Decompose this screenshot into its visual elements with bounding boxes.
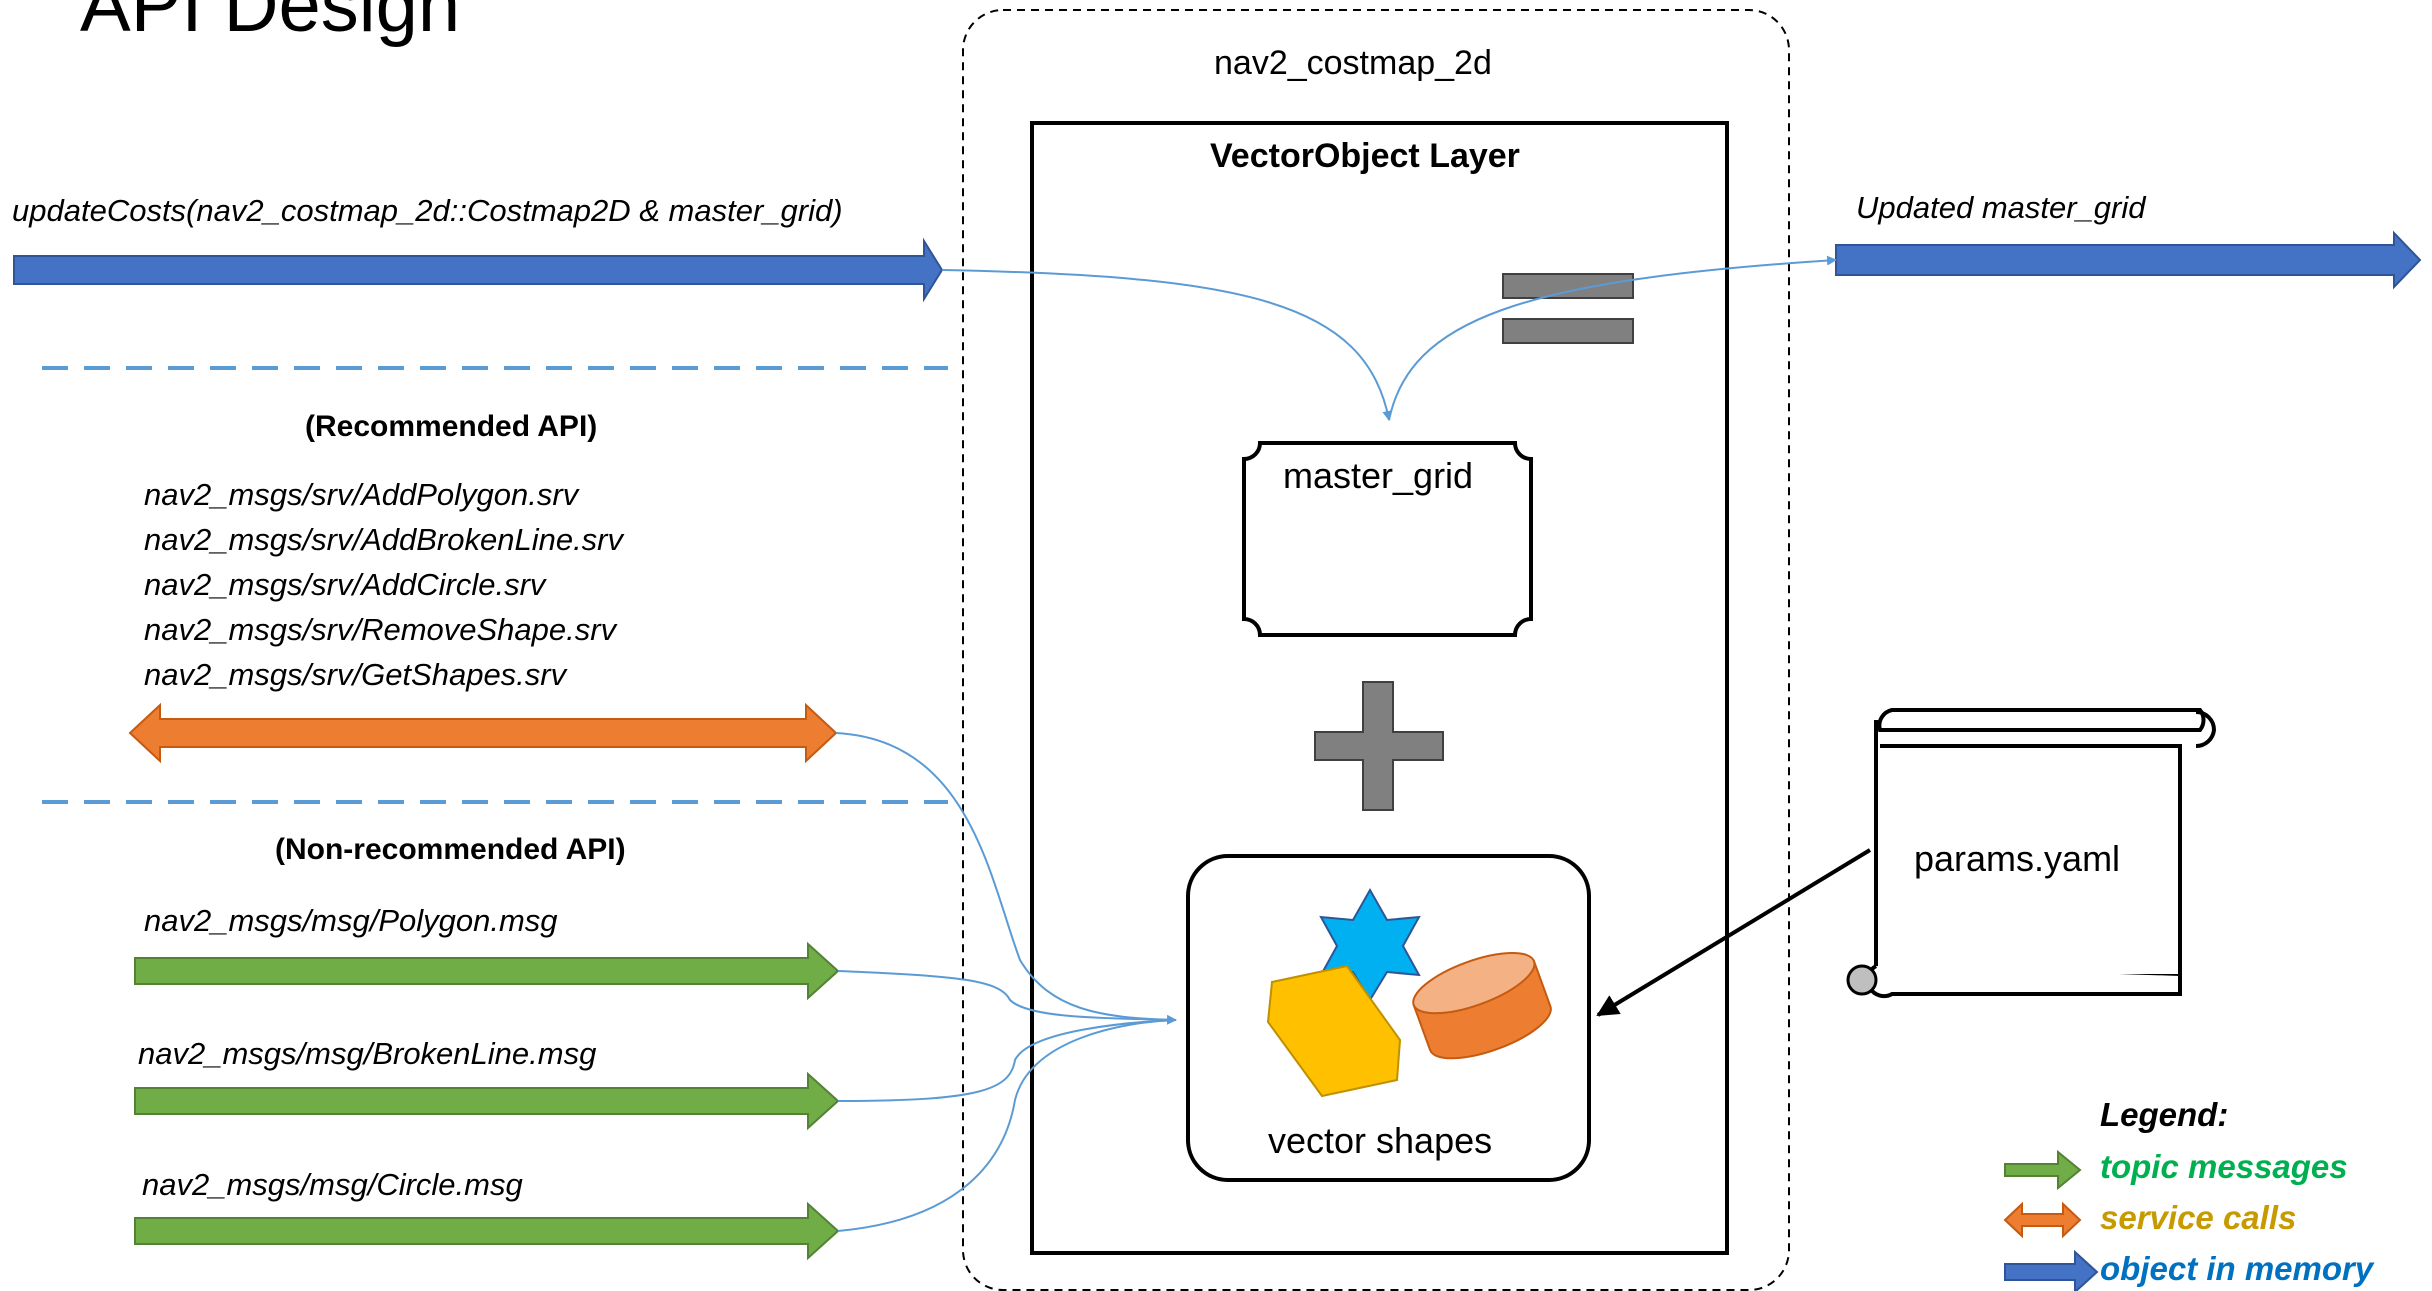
layer-title: VectorObject Layer: [1210, 137, 1520, 175]
connector-service-calls: [835, 732, 1177, 1025]
service-calls-arrow: [128, 702, 838, 764]
service-item: nav2_msgs/srv/GetShapes.srv: [144, 657, 567, 692]
connector-params-to-shapes: [1596, 848, 1872, 1017]
equals-bar-top: [1502, 273, 1634, 299]
topic-arrow-circle: [134, 1201, 840, 1261]
connector-master-grid-to-output: [1388, 255, 1837, 421]
equals-bar-bottom: [1502, 318, 1634, 344]
vector-shapes-label: vector shapes: [1268, 1120, 1493, 1161]
connector-topic-broken-line: [837, 1019, 1177, 1102]
service-item: nav2_msgs/srv/RemoveShape.srv: [144, 612, 617, 647]
plus-operator: [1314, 681, 1444, 811]
update-costs-arrow: [13, 237, 944, 303]
connector-topic-polygon: [837, 970, 1177, 1021]
master-grid-shape: [1242, 441, 1533, 637]
updated-master-grid-label: Updated master_grid: [1856, 190, 2146, 225]
topic-label-broken-line: nav2_msgs/msg/BrokenLine.msg: [138, 1036, 597, 1071]
page-title: API Design: [80, 0, 461, 48]
legend-object-label: object in memory: [2100, 1250, 2374, 1287]
legend-service-label: service calls: [2100, 1199, 2297, 1236]
service-item: nav2_msgs/srv/AddPolygon.srv: [144, 477, 579, 512]
params-scroll-shape: [1846, 708, 2217, 999]
legend-service-arrow-icon: [2003, 1201, 2082, 1239]
topic-label-circle: nav2_msgs/msg/Circle.msg: [142, 1167, 523, 1202]
service-item: nav2_msgs/srv/AddCircle.srv: [144, 567, 546, 602]
topic-arrow-broken-line: [134, 1071, 840, 1131]
recommended-api-heading: (Recommended API): [305, 410, 598, 443]
legend-topic-label: topic messages: [2100, 1148, 2348, 1185]
vector-shapes-box: [1186, 854, 1591, 1182]
hexagon-shape: [1266, 964, 1402, 1098]
container-label: nav2_costmap_2d: [1214, 44, 1492, 82]
params-label: params.yaml: [1914, 838, 2121, 879]
legend-title: Legend:: [2100, 1096, 2229, 1133]
vector-object-layer-box: [1030, 121, 1729, 1255]
update-costs-label: updateCosts(nav2_costmap_2d::Costmap2D &…: [12, 193, 843, 228]
service-item: nav2_msgs/srv/AddBrokenLine.srv: [144, 522, 624, 557]
topic-label-polygon: nav2_msgs/msg/Polygon.msg: [144, 903, 558, 938]
cylinder-shape: [1412, 951, 1552, 1060]
service-list: nav2_msgs/srv/AddPolygon.srv nav2_msgs/s…: [144, 472, 623, 697]
master-grid-label: master_grid: [1283, 455, 1474, 496]
legend-object-arrow-icon: [2004, 1249, 2099, 1291]
connector-input-to-master-grid: [941, 269, 1393, 421]
connector-topic-circle: [837, 1019, 1177, 1232]
topic-arrow-polygon: [134, 941, 840, 1001]
updated-master-grid-arrow: [1835, 230, 2422, 290]
non-recommended-api-heading: (Non-recommended API): [275, 833, 626, 866]
legend-topic-arrow-icon: [2004, 1149, 2082, 1191]
